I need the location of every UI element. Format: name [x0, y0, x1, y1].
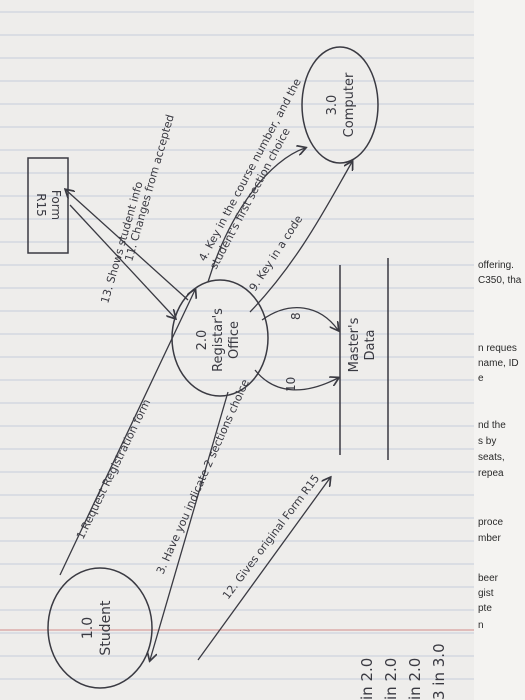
strip-text-12: beer — [478, 573, 499, 584]
student-entity: 1.0 Student — [47, 567, 153, 689]
computer-number: 3.0 — [325, 95, 340, 116]
computer-label: Computer — [342, 72, 357, 137]
flow-key-code — [249, 162, 352, 313]
strip-text-4: name, ID — [478, 358, 519, 369]
form-label-1: Form — [49, 190, 63, 220]
flow-changes-accepted — [66, 190, 189, 301]
strip-text-11: mber — [478, 533, 501, 544]
flow-8 — [261, 307, 338, 330]
label-8: 8 — [289, 312, 303, 320]
margin-note-1: in 2.0 — [358, 658, 376, 700]
datastore-label-2: Data — [363, 329, 378, 360]
registrar-label-2: Office — [227, 321, 242, 359]
student-label: Student — [98, 600, 114, 656]
margin-note-4: 3 in 3.0 — [430, 643, 448, 700]
flow-10 — [254, 369, 338, 391]
flow-key-course — [207, 148, 305, 283]
masters-data-store: Master's Data — [339, 258, 389, 460]
margin-note-2: in 2.0 — [382, 658, 400, 700]
strip-text-3: n reques — [478, 343, 517, 354]
background-document-strip: offering. C350, tha n reques name, ID e … — [474, 0, 525, 700]
datastore-label-1: Master's — [347, 317, 362, 372]
computer-process: 3.0 Computer — [301, 46, 379, 164]
strip-text-7: s by — [478, 436, 497, 447]
flow-indicate-choice — [150, 391, 229, 660]
strip-text-14: pte — [478, 603, 492, 614]
registrar-number: 2.0 — [195, 330, 210, 351]
form-r15-entity: Form R15 — [27, 157, 69, 254]
flow-request-form — [59, 290, 195, 576]
registrar-label-1: Registar's — [211, 308, 226, 372]
strip-text-5: e — [478, 373, 484, 384]
strip-text-10: proce — [478, 517, 504, 528]
strip-text-15: n — [478, 620, 484, 631]
flow-student-info — [69, 204, 175, 318]
label-10: 10 — [284, 377, 298, 392]
student-number: 1.0 — [80, 617, 96, 639]
strip-text-8: seats, — [478, 452, 505, 463]
margin-note-3: in 2.0 — [406, 658, 424, 700]
strip-text-9: repea — [478, 468, 504, 479]
notebook-page — [0, 0, 474, 700]
form-label-2: R15 — [34, 193, 48, 217]
strip-text-1: offering. — [478, 260, 514, 271]
strip-text-2: C350, tha — [478, 275, 522, 286]
strip-text-6: nd the — [478, 420, 506, 431]
strip-text-13: gist — [478, 588, 494, 599]
flow-gives-form — [197, 478, 330, 661]
ruled-lines — [0, 11, 474, 680]
